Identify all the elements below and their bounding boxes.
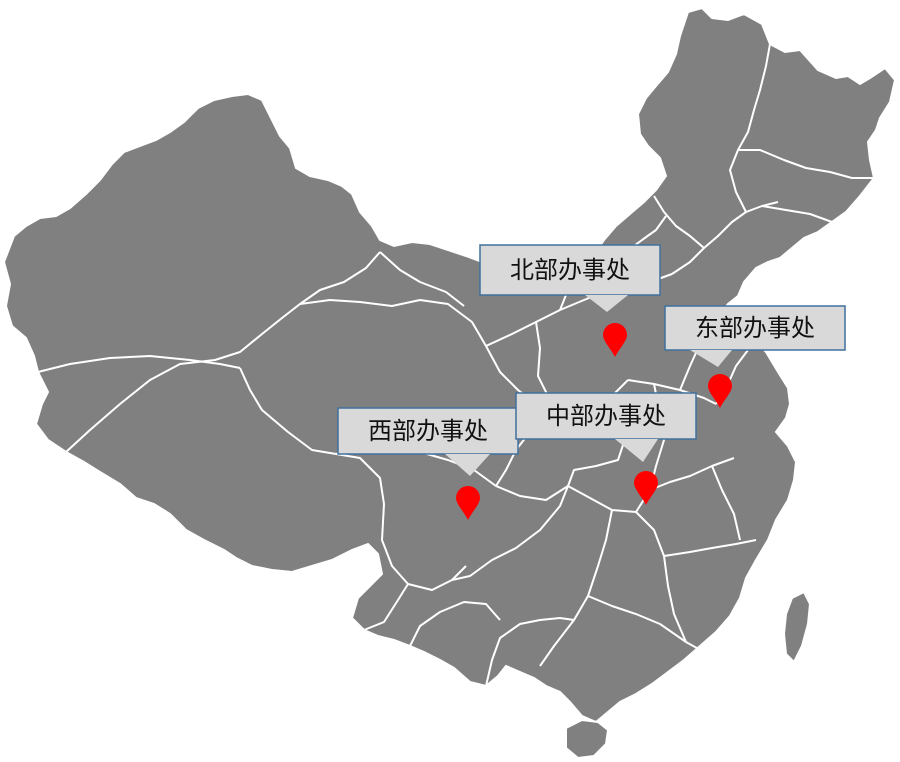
mainland-shape: [2, 6, 897, 724]
callout-label: 西部办事处: [368, 417, 488, 445]
callout-pointer: [690, 350, 732, 367]
map-marker-north[interactable]: [603, 323, 627, 357]
callout-label: 东部办事处: [695, 314, 815, 342]
callout-east[interactable]: 东部办事处: [664, 305, 846, 367]
callout-pointer: [445, 454, 490, 476]
callout-north[interactable]: 北部办事处: [479, 244, 661, 312]
hainan-shape: [565, 718, 610, 760]
callout-pointer: [615, 439, 658, 462]
map-marker-central[interactable]: [634, 471, 658, 505]
marker-layer: [456, 323, 732, 520]
callout-box: [515, 392, 697, 440]
callout-central[interactable]: 中部办事处: [515, 392, 697, 462]
map-marker-west[interactable]: [456, 486, 480, 520]
callout-box: [479, 244, 661, 296]
callout-pointer: [585, 295, 628, 312]
callout-west[interactable]: 西部办事处: [337, 407, 519, 476]
callout-box: [337, 407, 519, 455]
map-marker-east[interactable]: [708, 374, 732, 408]
taiwan-shape: [782, 590, 812, 664]
callout-box: [664, 305, 846, 351]
callout-label: 中部办事处: [546, 402, 666, 430]
callout-label: 北部办事处: [510, 256, 630, 284]
